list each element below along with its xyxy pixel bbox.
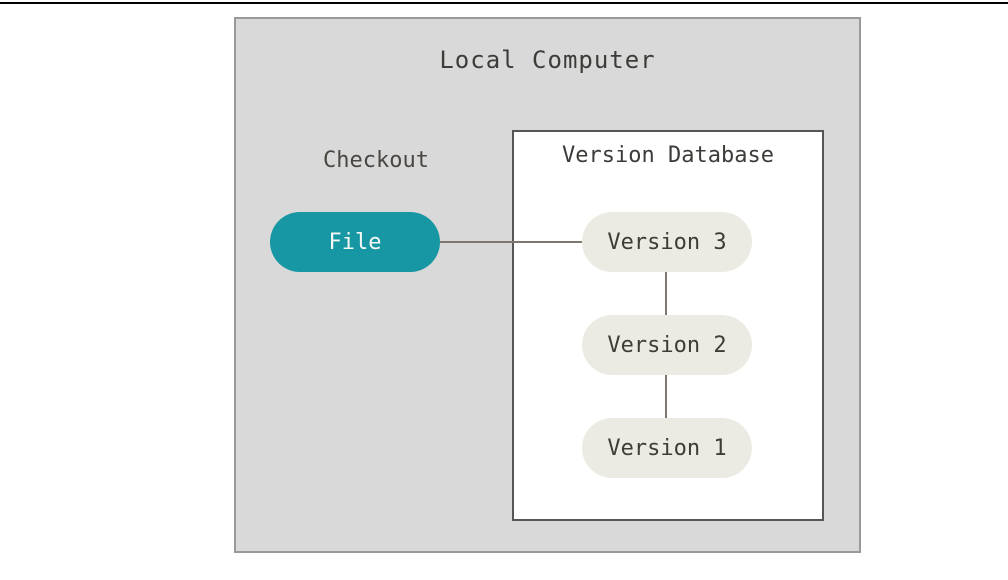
connector-version3-to-version2 bbox=[665, 271, 667, 317]
local-computer-title: Local Computer bbox=[439, 46, 656, 74]
checkout-label: Checkout bbox=[323, 148, 429, 173]
version-1-node: Version 1 bbox=[582, 418, 752, 478]
connector-version2-to-version1 bbox=[665, 374, 667, 420]
version-2-node: Version 2 bbox=[582, 315, 752, 375]
connector-file-to-version3 bbox=[440, 241, 582, 243]
file-node: File bbox=[270, 212, 440, 272]
top-horizontal-rule bbox=[0, 2, 1008, 4]
version-database-title: Version Database bbox=[562, 143, 774, 168]
version-3-node: Version 3 bbox=[582, 212, 752, 272]
